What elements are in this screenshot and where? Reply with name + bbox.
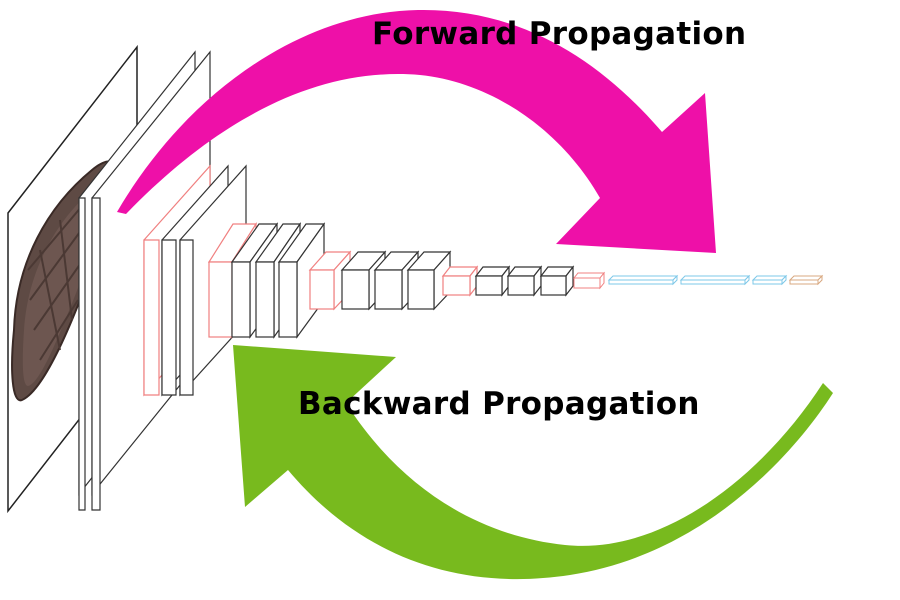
conv-block-2 <box>143 164 247 397</box>
backward-arrow <box>233 345 833 580</box>
forward-propagation-label: Forward Propagation <box>372 16 747 52</box>
forward-arrow <box>117 9 716 253</box>
backward-propagation-label: Backward Propagation <box>298 386 700 422</box>
conv-block-4 <box>308 250 452 311</box>
conv-block-5 <box>441 265 575 297</box>
fc-layers <box>572 271 824 290</box>
conv-block-3 <box>207 221 326 340</box>
